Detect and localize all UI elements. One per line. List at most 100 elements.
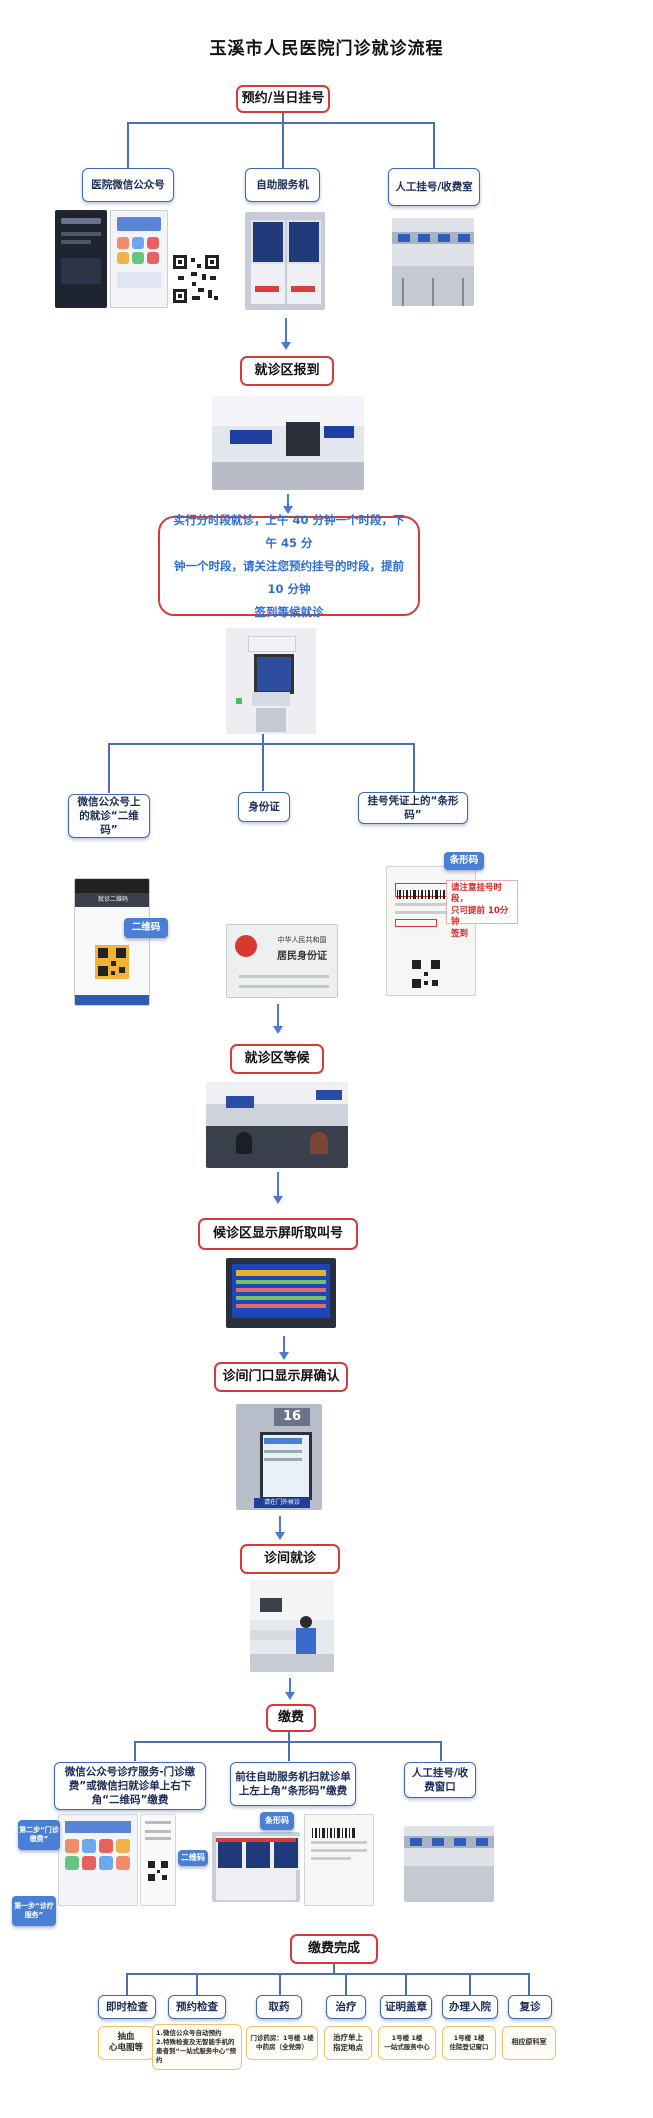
- wechat-account-screenshot: [55, 210, 107, 308]
- payment-kiosk-photo: [212, 1832, 300, 1902]
- step-payment: 缴费: [266, 1704, 316, 1732]
- step-wait: 就诊区等候: [230, 1044, 324, 1074]
- connector: [282, 122, 284, 168]
- arrow-shaft: [285, 318, 287, 344]
- arrow-down-icon: [285, 1692, 295, 1700]
- room-number: 16: [274, 1408, 310, 1426]
- connector: [345, 1973, 347, 1995]
- step-payment-done: 缴费完成: [290, 1934, 378, 1964]
- notice-line: 钟一个时段，请关注您预约挂号的时段，提前 10 分钟: [174, 558, 404, 596]
- arrow-shaft: [283, 1336, 285, 1354]
- connector: [196, 1973, 198, 1995]
- connector: [279, 1973, 281, 1995]
- detail-followup: 相应原科室: [502, 2026, 556, 2060]
- wechat-menu-screenshot: [110, 210, 168, 308]
- connector: [413, 743, 415, 793]
- tag-barcode: 条形码: [444, 852, 484, 870]
- connector: [127, 122, 435, 124]
- arrow-down-icon: [273, 1026, 283, 1034]
- final-immediate-exam: 即时检查: [98, 1995, 156, 2019]
- visit-slip-photo: [140, 1814, 176, 1906]
- arrow-shaft: [277, 1004, 279, 1028]
- final-followup: 复诊: [508, 1995, 552, 2019]
- connector: [333, 1964, 335, 1974]
- connector: [126, 1973, 530, 1975]
- consultation-room-photo: [250, 1580, 334, 1672]
- call-screen-photo: [226, 1258, 336, 1328]
- step-door-screen: 诊间门口显示屏确认: [214, 1362, 348, 1392]
- barcode-icon: [312, 1828, 355, 1838]
- checkin-area-photo: [212, 396, 364, 490]
- door-screen-photo: 16 请在门外候诊: [236, 1404, 322, 1510]
- phone-header: 就诊二维码: [75, 893, 149, 907]
- waiting-area-photo: [206, 1082, 348, 1168]
- qr-code-icon: [98, 948, 126, 976]
- kiosk-photo: [245, 212, 325, 310]
- pay-option-kiosk: 前往自助服务机扫就诊单上左上角“条形码”缴费: [230, 1762, 356, 1806]
- notice-line: 实行分时段就诊，上午 40 分钟一个时段，下午 45 分: [173, 512, 405, 550]
- detail-treatment: 治疗单上 指定地点: [324, 2026, 372, 2060]
- connector: [440, 1741, 442, 1761]
- connector: [262, 743, 264, 791]
- connector: [288, 1732, 290, 1742]
- final-treatment: 治疗: [326, 1995, 366, 2019]
- connector: [127, 122, 129, 168]
- phone-qrcode-screenshot: 就诊二维码: [74, 878, 150, 1006]
- arrow-shaft: [287, 494, 289, 508]
- arrow-down-icon: [283, 506, 293, 514]
- checkin-option-barcode: 挂号凭证上的“条形码”: [358, 792, 468, 824]
- connector: [288, 1741, 290, 1761]
- connector: [433, 122, 435, 168]
- tag-qrcode-pay: 二维码: [178, 1850, 208, 1866]
- page-title: 玉溪市人民医院门诊就诊流程: [209, 39, 444, 59]
- id-card-line2: 居民身份证: [277, 951, 327, 962]
- pay-option-window: 人工挂号/收费窗口: [404, 1762, 476, 1798]
- connector: [528, 1973, 530, 1995]
- tag-qrcode: 二维码: [124, 918, 168, 938]
- door-footer: 请在门外候诊: [254, 1498, 310, 1508]
- detail-immediate-exam: 抽血 心电图等: [98, 2026, 154, 2060]
- id-card-photo: 中华人民共和国 居民身份证: [226, 924, 338, 998]
- payment-window-photo: [404, 1826, 494, 1902]
- option-wechat: 医院微信公众号: [82, 168, 174, 202]
- final-scheduled-exam: 预约检查: [168, 1995, 226, 2019]
- detail-medicine: 门诊药房：1号楼 1楼 中药房（全党旁）: [246, 2026, 318, 2060]
- connector: [282, 113, 284, 123]
- qr-code-icon: [172, 254, 220, 304]
- qr-code-icon: [412, 960, 440, 988]
- arrow-down-icon: [275, 1532, 285, 1540]
- qr-code-icon: [148, 1861, 168, 1881]
- step-call-screen: 候诊区显示屏听取叫号: [198, 1218, 358, 1250]
- arrow-down-icon: [273, 1196, 283, 1204]
- barcode-note-line: 签到: [451, 928, 469, 939]
- barcode-icon: [397, 890, 448, 899]
- step-register: 预约/当日挂号: [236, 85, 330, 113]
- barcode-slip-pay-photo: [304, 1814, 374, 1906]
- connector: [134, 1741, 136, 1761]
- final-certificate: 证明盖章: [380, 1995, 432, 2019]
- tag-barcode-pay: 条形码: [260, 1812, 294, 1830]
- connector: [108, 743, 415, 745]
- option-manual-window: 人工挂号/收费室: [388, 168, 480, 206]
- option-kiosk: 自助服务机: [245, 168, 320, 202]
- barcode-note-line: 只可提前 10分钟: [451, 905, 509, 928]
- connector: [126, 1973, 128, 1995]
- checkin-option-idcard: 身份证: [238, 792, 290, 822]
- wechat-payment-screenshot: [58, 1814, 138, 1906]
- detail-admission: 1号楼 1楼 住院登记窗口: [442, 2026, 496, 2060]
- id-card-line1: 中华人民共和国: [277, 936, 327, 944]
- step-checkin: 就诊区报到: [240, 356, 334, 386]
- connector: [405, 1973, 407, 1995]
- final-admission: 办理入院: [442, 1995, 498, 2019]
- notice-line: 签到等候就诊: [254, 604, 324, 619]
- detail-certificate: 1号楼 1楼 一站式服务中心: [378, 2026, 436, 2060]
- arrow-shaft: [279, 1516, 281, 1534]
- connector: [469, 1973, 471, 1995]
- emblem-icon: [235, 935, 257, 957]
- barcode-note: 请注意挂号时段， 只可提前 10分钟 签到: [446, 880, 518, 939]
- detail-scheduled-exam: 1.微信公众号自动预约 2.特殊检查及无智能手机的患者到“一站式服务中心”预约: [152, 2024, 242, 2070]
- arrow-shaft: [289, 1678, 291, 1694]
- connector: [108, 743, 110, 793]
- checkin-kiosk-photo: [226, 628, 316, 734]
- connector: [262, 734, 264, 744]
